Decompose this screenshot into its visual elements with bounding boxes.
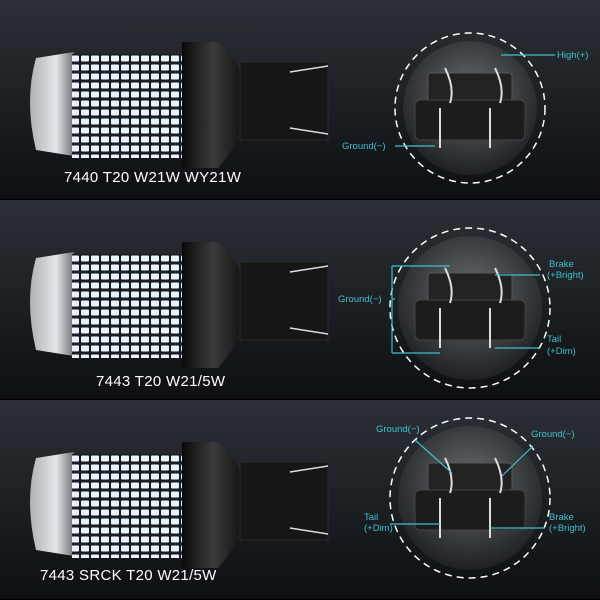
socket-closeup (389, 417, 551, 579)
label-tail-dim: (+Dim) (547, 346, 576, 357)
label-brake-bright: (+Bright) (549, 523, 586, 534)
label-ground-left: Ground(−) (376, 424, 420, 435)
socket-closeup (389, 227, 551, 389)
led-bulb (30, 42, 329, 168)
bulb-model-caption: 7443 SRCK T20 W21/5W (40, 567, 217, 584)
bulb-model-caption: 7443 T20 W21/5W (96, 373, 226, 390)
label-high: High(+) (557, 50, 588, 61)
label-brake-bright: (+Bright) (547, 270, 584, 281)
label-ground: Ground(−) (338, 294, 382, 305)
panel-3: 7443 SRCK T20 W21/5W Ground(−) Ground(−) Ta… (0, 400, 600, 600)
led-bulb (30, 442, 329, 568)
panel-1: 7440 T20 W21W WY21W High(+) Ground(−) (0, 0, 600, 200)
label-tail-dim: (+Dim) (364, 523, 393, 534)
label-brake: Brake (549, 512, 574, 523)
label-ground-right: Ground(−) (531, 429, 575, 440)
led-bulb (30, 242, 329, 368)
socket-closeup (394, 32, 546, 184)
panel-2: 7443 T20 W21/5W Ground(−) Brake(+Bright) Ta… (0, 200, 600, 400)
label-tail: Tail (547, 334, 561, 345)
bulb-model-caption: 7440 T20 W21W WY21W (64, 169, 242, 186)
label-ground: Ground(−) (342, 141, 386, 152)
label-tail: Tail (364, 512, 378, 523)
label-brake: Brake (549, 259, 574, 270)
